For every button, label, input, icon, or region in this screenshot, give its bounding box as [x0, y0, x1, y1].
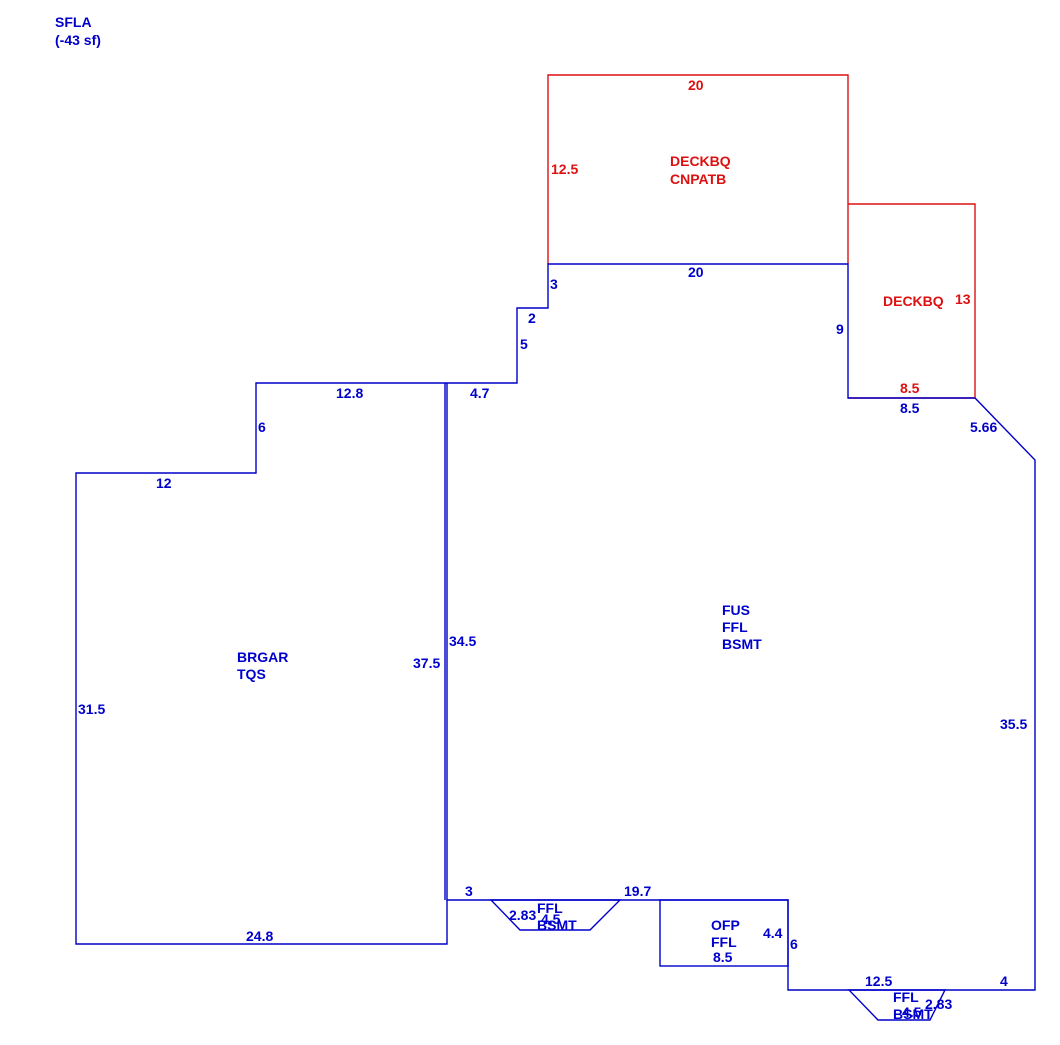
dim-garage-top: 12.8: [336, 385, 363, 401]
dim-porch-8-5: 8.5: [713, 949, 733, 965]
deck-right-outline: [848, 203, 976, 398]
dim-house-back-width: 20: [688, 264, 704, 280]
dim-right-side: 35.5: [1000, 716, 1027, 732]
dim-garage-bottom: 24.8: [246, 928, 273, 944]
dim-right-notch-8-5: 8.5: [900, 400, 920, 416]
dim-step-2: 2: [528, 310, 536, 326]
house-label-3: BSMT: [722, 636, 762, 652]
dim-step-5: 5: [520, 336, 528, 352]
dim-bay-left-width: 4.5: [541, 911, 561, 927]
dim-garage-left: 31.5: [78, 701, 105, 717]
dim-porch-6: 6: [790, 936, 798, 952]
dim-step-4-7: 4.7: [470, 385, 490, 401]
deck-top-label-2: CNPATB: [670, 171, 726, 187]
dim-garage-step-6: 6: [258, 419, 266, 435]
dim-house-left: 34.5: [449, 633, 476, 649]
bay-right-outline: [847, 989, 947, 1021]
dim-deck-top-width: 20: [688, 77, 704, 93]
dim-front-3: 3: [465, 883, 473, 899]
dim-garage-right: 37.5: [413, 655, 440, 671]
dim-front-4: 4: [1000, 973, 1008, 989]
dim-corner-5-66: 5.66: [970, 419, 997, 435]
dim-right-notch-9: 9: [836, 321, 844, 337]
dim-garage-step-12: 12: [156, 475, 172, 491]
dim-bay-right-width: 4.5: [902, 1004, 922, 1020]
bay-right-label-1: FFL: [893, 989, 919, 1005]
bay-left-label-2: BSMT: [537, 917, 577, 933]
sfla-adjustment: (-43 sf): [55, 32, 101, 48]
sfla-label: SFLA: [55, 14, 92, 30]
dim-bay-left-side: 2.83: [509, 907, 536, 923]
dim-front-12-5: 12.5: [865, 973, 892, 989]
dim-deck-right-depth: 13: [955, 291, 971, 307]
dim-deck-top-depth: 12.5: [551, 161, 578, 177]
dim-porch-4-4: 4.4: [763, 925, 783, 941]
bay-left-outline: [489, 899, 622, 931]
porch-outline: [659, 899, 789, 967]
porch-label-2: FFL: [711, 934, 737, 950]
porch-label-1: OFP: [711, 917, 740, 933]
garage-label-2: TQS: [237, 666, 266, 682]
garage-label-1: BRGAR: [237, 649, 288, 665]
garage-outline: [75, 382, 448, 945]
dim-bay-right-side: 2.83: [925, 996, 952, 1012]
dim-step-3: 3: [550, 276, 558, 292]
deck-top-outline: [547, 74, 849, 264]
house-label-2: FFL: [722, 619, 748, 635]
deck-top-label-1: DECKBQ: [670, 153, 731, 169]
bay-left-label-1: FFL: [537, 900, 563, 916]
deck-right-label: DECKBQ: [883, 293, 944, 309]
house-label-1: FUS: [722, 602, 750, 618]
bay-right-label-2: BSMT: [893, 1006, 933, 1022]
dim-front-19-7: 19.7: [624, 883, 651, 899]
dim-deck-right-width: 8.5: [900, 380, 920, 396]
